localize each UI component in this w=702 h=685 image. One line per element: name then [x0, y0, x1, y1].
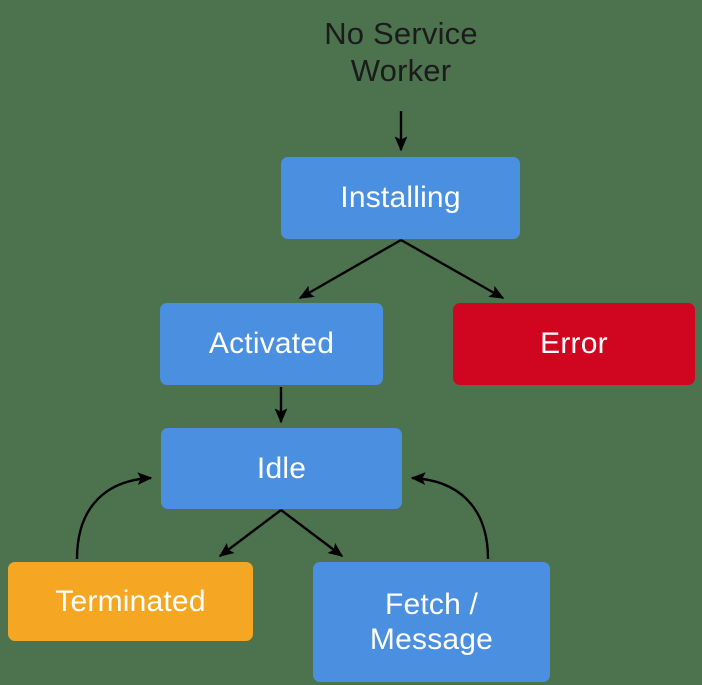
- edge-installing-to-error: [400, 238, 505, 300]
- edge-idle-to-fetch-message: [280, 509, 344, 557]
- node-installing[interactable]: Installing: [281, 157, 520, 239]
- edge-terminated-to-idle: [75, 472, 153, 560]
- node-activated[interactable]: Activated: [160, 303, 383, 385]
- node-fetch-message-label-line2: Message: [369, 623, 494, 656]
- node-fetch-message-label-line1: Fetch /: [384, 587, 479, 621]
- node-activated-label: Activated: [208, 327, 335, 361]
- edge-installing-to-activated: [298, 238, 402, 300]
- edge-idle-to-terminated: [218, 509, 282, 557]
- node-fetch-message[interactable]: Fetch / Message: [313, 562, 550, 682]
- node-idle-label: Idle: [256, 451, 307, 485]
- node-idle[interactable]: Idle: [161, 428, 402, 509]
- node-installing-label: Installing: [340, 181, 461, 215]
- node-terminated-label: Terminated: [55, 584, 206, 618]
- edge-fetch-message-to-idle: [410, 472, 490, 560]
- node-terminated[interactable]: Terminated: [8, 562, 253, 641]
- node-no-service-worker: No Service Worker: [291, 16, 511, 89]
- node-error[interactable]: Error: [453, 303, 695, 385]
- node-no-service-worker-label-line2: Worker: [350, 52, 452, 88]
- node-error-label: Error: [540, 327, 608, 361]
- node-no-service-worker-label-line1: No Service: [324, 16, 478, 51]
